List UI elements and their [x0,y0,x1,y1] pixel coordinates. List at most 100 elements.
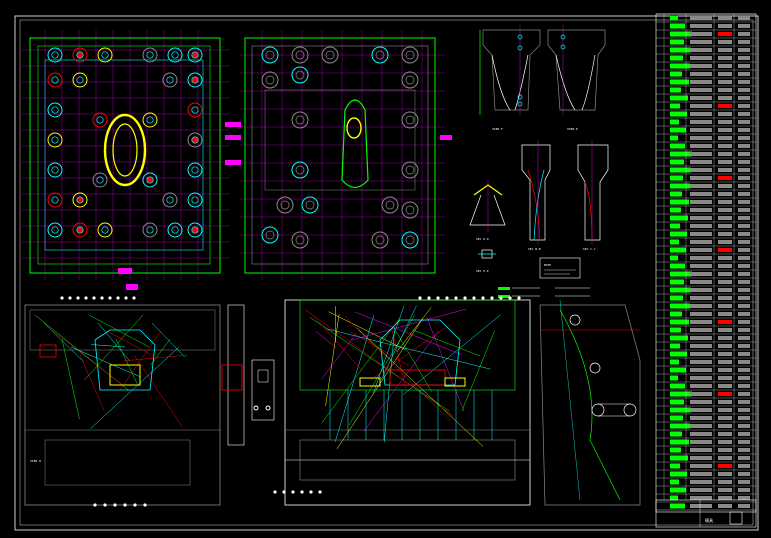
bom-cell-text [738,240,750,244]
bom-cell-fill [670,447,681,453]
bom-cell-fill [670,463,680,469]
hole-circle [47,192,63,208]
sec-e-label: SEC E-E [476,269,489,273]
bom-cell-text [738,200,750,204]
leader-line [123,354,189,362]
bom-cell-text [718,64,732,68]
sec-b-label: SEC B-B [528,247,541,251]
hole-inner [265,50,275,60]
side-view-right [539,299,641,506]
bom-cell-text [738,152,750,156]
balloon-dot [418,296,422,300]
hole-circle [47,72,63,88]
bom-cell-text [718,232,732,236]
bom-cell-text [690,424,712,428]
bom-cell-text [690,224,712,228]
bom-cell-text [738,120,750,124]
bom-cell-text [690,96,712,100]
hole-inner [295,115,305,125]
bom-cell-fill [670,87,681,93]
section-view-d [469,180,506,259]
bom-cell-text [690,216,712,220]
bom-cell-text [690,48,712,52]
bom-cell-text [690,16,712,20]
hole-inner [76,51,84,59]
leader-line [88,314,150,348]
bom-cell-text [690,368,712,372]
bom-cell-text [690,392,712,396]
bom-cell-text [738,400,750,404]
bom-cell-text [738,64,750,68]
bom-cell-fill [670,79,689,85]
bom-cell-fill [670,111,687,117]
bom-cell-fill [670,415,683,421]
hole-inner [295,70,305,80]
leader-line [84,314,144,381]
bom-cell-text [718,328,732,332]
title-block: 模具 [655,499,757,528]
bom-cell-text [738,32,750,36]
hole-inner [51,51,59,59]
hole-inner [295,235,305,245]
bom-cell-fill [670,127,686,133]
hole-circle [371,231,389,249]
bom-cell-text [718,216,732,220]
bom-cell-text [690,440,712,444]
hole-inner [51,226,59,234]
hole-inner [265,75,275,85]
bom-cell-text [690,88,712,92]
hole-circle [167,222,183,238]
hole-circle [371,46,389,64]
bom-cell-fill [670,63,690,69]
sec-d-label: SEC D-D [476,237,489,241]
bom-cell-text [690,416,712,420]
bom-cell-text [690,280,712,284]
hole-inner [385,200,395,210]
bom-cell-text [690,272,712,276]
bom-cell-text [738,376,750,380]
bom-cell-text [690,400,712,404]
note-box-label: NOTE [544,263,551,267]
bom-cell-fill [670,423,690,429]
hole-circle [142,222,158,238]
hole-circle [291,231,309,249]
bom-cell-text [718,208,732,212]
bom-cell-fill [670,143,685,149]
bom-cell-fill [670,439,689,445]
hole-inner [375,50,385,60]
hole-circle [142,172,158,188]
balloon-dot [273,490,277,494]
bom-cell-text [738,24,750,28]
bom-cell-text [718,40,732,44]
bom-cell-fill [670,287,691,293]
leader-line [133,354,183,428]
bom-cell-text [690,344,712,348]
hole-circle [381,196,399,214]
leader-line [97,322,131,362]
hole-circle [47,102,63,118]
bom-cell-fill [670,455,688,461]
bom-cell-fill [670,495,678,501]
balloon-dot [103,503,107,507]
bom-cell-fill [670,391,692,397]
hole-inner [51,76,59,84]
bom-cell-fill [670,151,692,157]
bom-cell-text [718,504,732,508]
bom-cell-fill [670,239,679,245]
leader-line [363,330,439,432]
bom-cell-text [690,464,712,468]
bom-cell-text [738,80,750,84]
hole-circle [187,222,203,238]
bom-cell-fill [670,215,688,221]
bom-cell-text [690,80,712,84]
leader-line [370,323,451,380]
hole-inner [146,51,154,59]
hole-inner [146,226,154,234]
bom-cell-text [718,264,732,268]
detail-view-f [479,25,541,115]
bom-cell-text [738,216,750,220]
balloon-dot [76,296,80,300]
bom-cell-text [718,24,732,28]
hole-circle [187,47,203,63]
leader-line [328,311,406,351]
